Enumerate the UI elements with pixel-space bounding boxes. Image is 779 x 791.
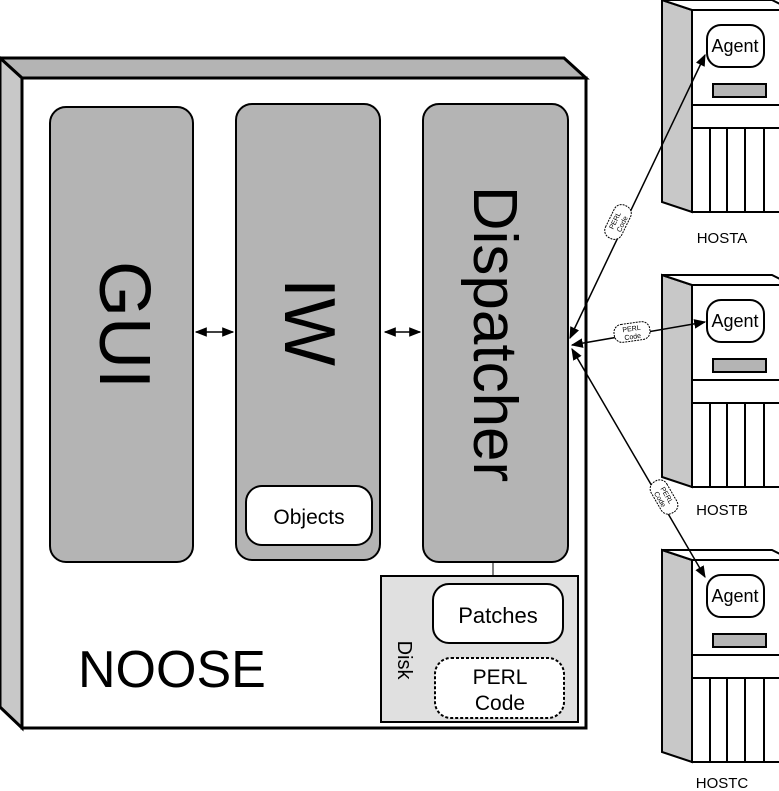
host-a[interactable]: Agent HOSTA	[661, 0, 779, 247]
objects-box[interactable]: Objects	[245, 485, 373, 546]
patches-box[interactable]: Patches	[432, 583, 564, 644]
host-a-agent-label: Agent	[711, 36, 758, 56]
gui-label: GUI	[84, 261, 164, 389]
message-line1: PERL	[622, 325, 641, 334]
host-c-label: HOSTC	[696, 775, 749, 791]
gui-component[interactable]: GUI	[49, 106, 194, 563]
perl-code-box[interactable]: PERL Code	[434, 657, 565, 719]
perl-code-message-hostc: PERL Code	[646, 476, 682, 518]
host-a-label: HOSTA	[697, 230, 748, 247]
perl-code-message-hostb: PERL Code	[612, 320, 652, 344]
noose-label: NOOSE	[78, 641, 266, 699]
iw-component[interactable]: IW Objects	[235, 103, 381, 561]
disk-box: Disk Patches PERL Code	[380, 575, 579, 723]
host-b[interactable]: Agent HOSTB	[661, 274, 779, 519]
host-b-agent-label: Agent	[711, 311, 758, 331]
dispatcher-hosta-arrow	[569, 53, 706, 340]
perl-code-label-line1: PERL	[473, 666, 528, 689]
perl-code-message-hosta: PERL Code	[601, 201, 635, 243]
disk-label: Disk	[393, 641, 415, 681]
dispatcher-component[interactable]: Dispatcher	[422, 103, 569, 563]
host-c-agent-label: Agent	[711, 586, 758, 606]
host-c[interactable]: Agent HOSTC	[661, 549, 779, 791]
perl-code-label-line2: Code	[475, 692, 525, 715]
host-b-label: HOSTB	[696, 502, 748, 519]
patches-label: Patches	[458, 603, 538, 628]
message-line2: Code	[624, 333, 642, 342]
dispatcher-label: Dispatcher	[460, 186, 529, 482]
iw-label: IW	[269, 278, 349, 366]
dispatcher-hostc-arrow	[571, 347, 706, 579]
objects-label: Objects	[273, 506, 344, 529]
